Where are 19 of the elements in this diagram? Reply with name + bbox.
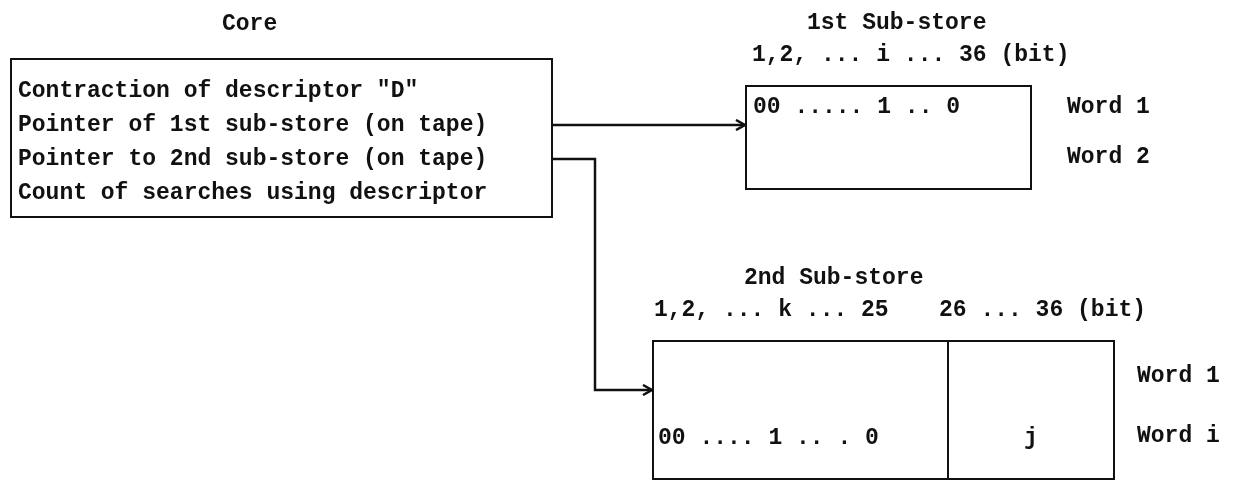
box-title: 2nd Sub-store <box>744 264 924 292</box>
word-content: 00 ..... 1 .. 0 <box>753 93 961 121</box>
bit-range: 1,2, ... k ... 25 <box>654 296 889 324</box>
field-text: Count of searches using descriptor <box>18 178 548 208</box>
box-title: 1st Sub-store <box>807 9 987 37</box>
word-label: Word i <box>1137 422 1220 450</box>
word-label: Word 1 <box>1067 93 1150 121</box>
arrow <box>553 118 747 132</box>
field-text: Contraction of descriptor "D" <box>18 76 548 106</box>
word-content: 00 .... 1 .. . 0 <box>658 424 879 452</box>
word-label: Word 2 <box>1067 143 1150 171</box>
word-label: Word 1 <box>1137 362 1220 390</box>
bit-range: 1,2, ... i ... 36 (bit) <box>752 41 1070 69</box>
box-title: Core <box>222 10 278 38</box>
field-text: Pointer to 2nd sub-store (on tape) <box>18 144 548 174</box>
bit-range: 26 ... 36 (bit) <box>939 296 1147 324</box>
arrow <box>553 157 654 397</box>
word-content: j <box>1024 424 1038 452</box>
field-text: Pointer of 1st sub-store (on tape) <box>18 110 548 140</box>
